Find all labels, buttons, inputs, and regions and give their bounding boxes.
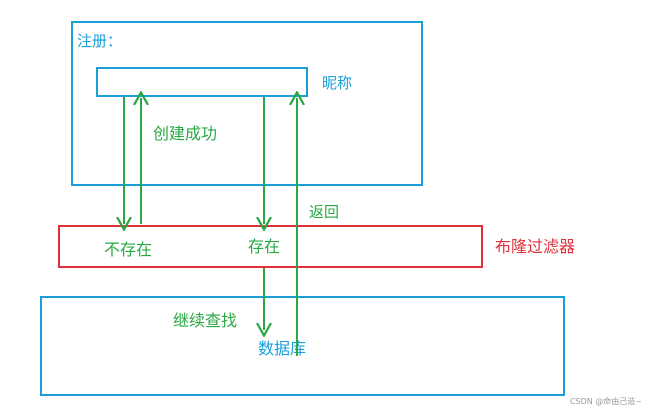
register-box [71,21,423,186]
create-success-label: 创建成功 [153,124,217,143]
bloom-filter-label: 布隆过滤器 [495,237,575,256]
register-title: 注册： [77,32,122,50]
database-label: 数据库 [258,339,306,358]
not-exist-label: 不存在 [104,240,152,259]
watermark: CSDN @命由己造~ [569,397,642,406]
return-label: 返回 [309,203,339,221]
nickname-label: 昵称 [322,74,352,92]
continue-search-label: 继续查找 [173,311,237,330]
exist-label: 存在 [248,237,280,256]
database-box [40,296,565,396]
nickname-field [96,67,308,97]
